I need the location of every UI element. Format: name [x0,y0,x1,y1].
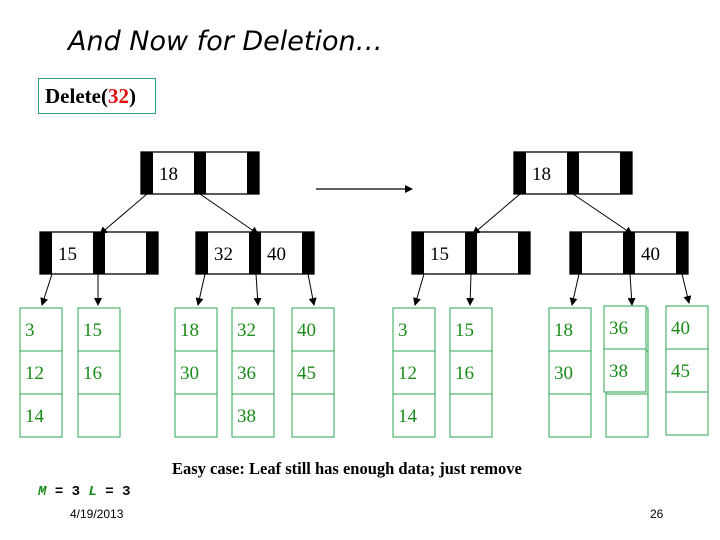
leaf-value: 38 [609,361,628,382]
leaf-value: 14 [25,406,45,427]
pointer-arrow [569,273,580,306]
leaf-value: 12 [398,363,417,384]
root-node: 18 [140,151,260,195]
pointer-marker [194,152,206,194]
footer-date: 4/19/2013 [70,507,124,521]
pointer-arrow [199,193,259,235]
leaf-value: 15 [455,320,474,341]
pointer-marker [93,232,105,274]
leaf-node: 40 45 [291,307,335,438]
internal-node: 32 40 [195,231,315,275]
slide-title: And Now for Deletion… [68,26,383,57]
leaf-value: 18 [554,320,573,341]
pointer-marker [676,232,688,274]
pointer-marker [40,232,52,274]
leaf-node: 3 12 14 [19,307,63,438]
m-value: 3 [71,484,81,500]
pointer-marker [247,152,259,194]
leaf-value: 15 [83,320,102,341]
pointer-marker [465,232,477,274]
internal-node: 40 [569,231,689,275]
delete-call-box: Delete(32) [38,78,156,114]
leaf-node: 3 12 14 [392,307,436,438]
pointer-arrow [572,193,633,235]
pointer-arrow [472,193,521,235]
leaf-node: 32 36 38 [231,307,275,438]
pointer-marker [518,232,530,274]
pointer-arrow [99,193,148,235]
node-key: 40 [641,244,660,265]
m-label: M [38,484,47,500]
l-label: L [88,484,97,500]
node-key: 18 [532,164,551,185]
leaf-value: 40 [297,320,316,341]
leaf-value: 40 [671,318,690,339]
pointer-arrow [253,273,262,306]
leaf-node: 40 45 [665,305,709,436]
node-key: 15 [430,244,449,265]
leaf-value: 36 [609,318,628,339]
pointer-arrow [627,273,636,306]
leaf-value: 36 [237,363,256,384]
leaf-value: 3 [398,320,408,341]
pointer-marker [146,232,158,274]
delete-prefix: Delete( [45,84,108,108]
internal-node: 15 [39,231,159,275]
pointer-marker [412,232,424,274]
leaf-value: 16 [83,363,102,384]
pointer-arrow [40,273,53,306]
leaf-value: 18 [180,320,199,341]
pointer-arrow [681,273,692,304]
root-node: 18 [513,151,633,195]
node-key: 32 [214,244,233,265]
pointer-marker [570,232,582,274]
internal-node: 15 [411,231,531,275]
leaf-value: 38 [237,406,256,427]
delete-argument: 32 [107,84,129,108]
pointer-marker [302,232,314,274]
pointer-marker [141,152,153,194]
pointer-arrow [466,273,475,306]
order-params: M = 3 L = 3 [38,484,130,500]
pointer-arrow [195,273,206,306]
leaf-value: 14 [398,406,418,427]
node-key: 15 [58,244,77,265]
leaf-value: 32 [237,320,256,341]
pointer-marker [567,152,579,194]
l-value: 3 [122,484,131,500]
node-key: 18 [159,164,178,185]
pointer-marker [249,232,261,274]
pointer-marker [196,232,208,274]
pointer-marker [514,152,526,194]
leaf-value: 45 [671,361,690,382]
l-eq: = [105,484,114,500]
pointer-arrow [307,273,317,306]
pointer-arrow [413,273,425,306]
leaf-value: 12 [25,363,44,384]
leaf-value: 30 [180,363,199,384]
leaf-value: 30 [554,363,573,384]
node-key: 40 [267,244,286,265]
leaf-value: 3 [25,320,35,341]
pointer-marker [620,152,632,194]
pointer-marker [623,232,635,274]
m-eq: = [54,484,64,500]
leaf-node: 36 38 [603,305,647,393]
delete-suffix: ) [128,84,136,108]
leaf-value: 45 [297,363,316,384]
caption: Easy case: Leaf still has enough data; j… [172,459,522,478]
leaf-value: 16 [455,363,474,384]
page-number: 26 [650,507,664,521]
